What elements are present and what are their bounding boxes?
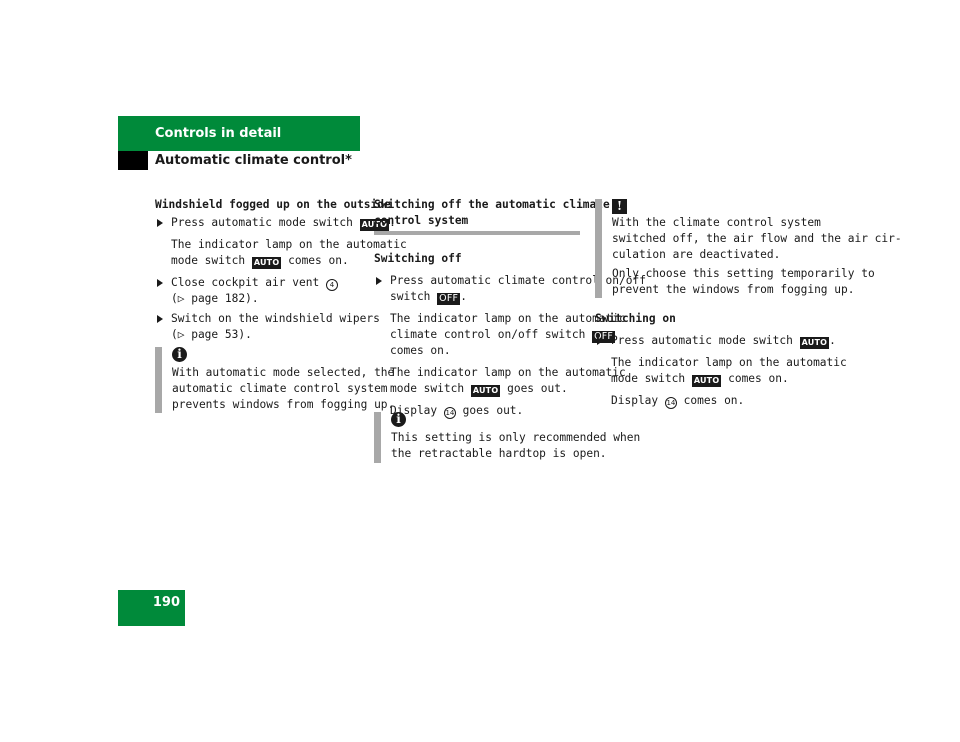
step-wipers-on: Switch on the windshield wipers (▷ page … [155, 311, 380, 343]
info-note-hardtop: i This setting is only recommended when … [374, 412, 640, 463]
section-title: Controls in detail [155, 126, 282, 141]
warning-icon: ! [612, 199, 627, 214]
step-press-off: Press automatic climate control on/off s… [374, 273, 646, 305]
auto-switch-icon: AUTO [799, 337, 830, 349]
result-auto-lamp-out: The indicator lamp on the automatic mode… [390, 366, 626, 397]
auto-switch-icon: AUTO [691, 375, 722, 387]
page-number-band [118, 590, 185, 626]
heading-windshield-fogged: Windshield fogged up on the outside [155, 198, 391, 211]
step-close-vent: Close cockpit air vent 4 (▷ page 182). [155, 275, 355, 307]
item-number-14: 14 [443, 407, 456, 419]
step-press-auto-on: Press automatic mode switch AUTO. [595, 333, 836, 349]
result-display-on: Display 14 comes on. [611, 394, 745, 409]
auto-switch-icon: AUTO [251, 257, 282, 269]
header-marker [118, 151, 148, 170]
item-number-14: 14 [664, 397, 677, 409]
heading-rule [374, 231, 580, 235]
header-band [118, 116, 360, 151]
result-off-lamp-on: The indicator lamp on the automatic clim… [390, 312, 626, 357]
subheading-switching-on: Switching on [595, 312, 676, 325]
subheading-switching-off: Switching off [374, 252, 462, 265]
page-ref-182: (▷ page 182). [171, 292, 259, 305]
page-ref-53: (▷ page 53). [171, 328, 252, 341]
page-number: 190 [152, 595, 180, 610]
result-lamp-on: The indicator lamp on the automatic mode… [171, 238, 407, 269]
result-auto-lamp-on: The indicator lamp on the automatic mode… [611, 356, 847, 387]
info-icon: i [391, 412, 406, 427]
column-2: Switching off the automatic climate cont… [374, 197, 646, 419]
auto-switch-icon: AUTO [359, 219, 390, 231]
column-1: Windshield fogged up on the outside Pres… [155, 197, 407, 343]
info-note-auto-mode: i With automatic mode selected, the auto… [155, 347, 394, 413]
heading-switching-off-system: Switching off the automatic climate cont… [374, 198, 610, 227]
off-switch-icon: OFF [437, 293, 461, 305]
warning-note-climate-off: ! With the climate control system switch… [595, 199, 902, 298]
column-3: Switching on Press automatic mode switch… [595, 311, 847, 409]
subsection-title: Automatic climate control* [155, 153, 352, 168]
auto-switch-icon: AUTO [470, 385, 501, 397]
info-icon: i [172, 347, 187, 362]
item-number-4: 4 [325, 279, 338, 291]
step-press-auto: Press automatic mode switch AUTO. [155, 215, 396, 231]
